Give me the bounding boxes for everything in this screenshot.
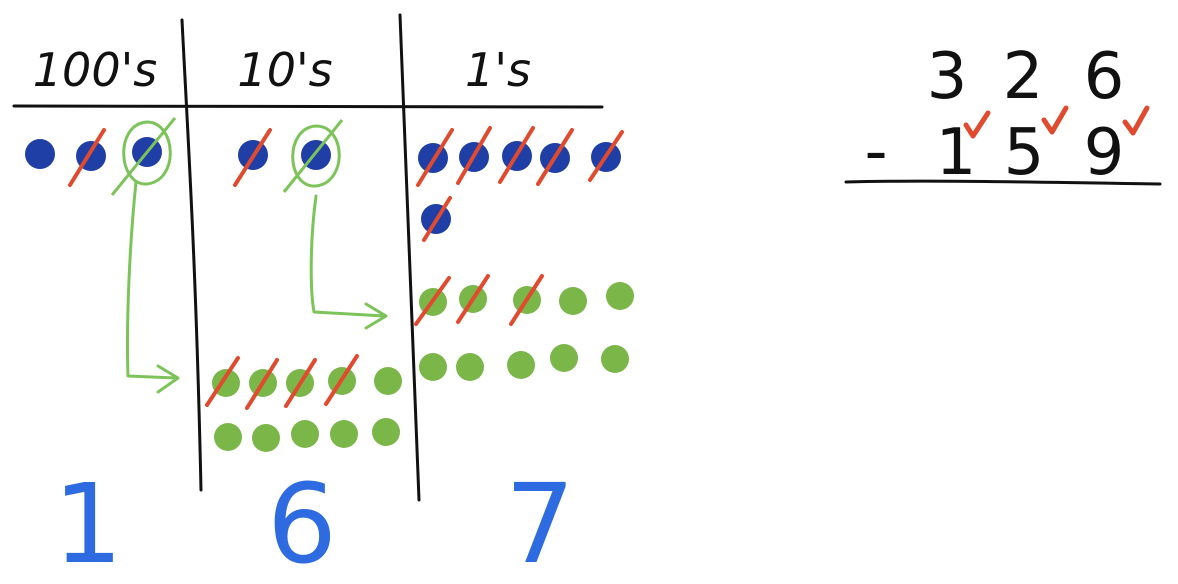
cross-out-mark — [536, 128, 574, 186]
divider-hundreds-tens — [180, 18, 203, 492]
answer-digits: 1 6 7 — [53, 460, 575, 584]
cross-out-mark — [456, 126, 492, 185]
cross-out-mark — [284, 358, 317, 408]
cross-out-mark — [205, 356, 240, 407]
check-marks — [963, 105, 1150, 139]
cross-out-mark — [245, 358, 279, 410]
cross-out-mark — [509, 274, 544, 326]
tens-green-dot — [252, 424, 280, 452]
minuend-digit-hundreds: 3 — [927, 40, 968, 114]
regroup-strike — [110, 117, 177, 196]
cross-out-mark — [68, 128, 106, 187]
ones-green-dot — [507, 351, 535, 379]
cross-out-mark — [498, 126, 535, 184]
check-mark — [1041, 105, 1069, 135]
regroup-arrow-tens — [309, 194, 388, 330]
check-mark — [1122, 105, 1150, 136]
chart-grid — [12, 13, 604, 502]
answer-digit-ones: 7 — [505, 460, 575, 584]
cross-out-mark — [233, 128, 272, 187]
regroup-strike — [282, 119, 344, 193]
ones-blue-dots — [418, 141, 621, 234]
answer-digit-hundreds: 1 — [53, 460, 123, 584]
ones-green-dot — [550, 344, 578, 372]
header-hundreds: 100's — [33, 43, 157, 97]
ones-green-dot — [601, 345, 629, 373]
tens-green-dots — [212, 367, 402, 452]
tens-green-dot — [374, 367, 402, 395]
header-ones: 1's — [465, 43, 531, 97]
minuend-digit-ones: 6 — [1084, 40, 1125, 114]
hundreds-blue-dots — [25, 137, 162, 171]
divider-tens-ones — [398, 13, 421, 502]
minuend-digit-tens: 2 — [1003, 40, 1044, 114]
answer-digit-tens: 6 — [267, 460, 337, 584]
header-tens: 10's — [237, 43, 332, 97]
tens-green-cross-outs — [205, 354, 359, 410]
header-underline — [12, 104, 604, 109]
ones-green-dot — [456, 353, 484, 381]
cross-out-mark — [416, 128, 454, 187]
cross-out-mark — [324, 354, 359, 406]
tens-green-dot — [372, 418, 400, 446]
cross-out-mark — [414, 276, 451, 326]
answer-line — [844, 179, 1162, 186]
cross-out-mark — [456, 274, 490, 324]
tens-green-dot — [214, 423, 242, 451]
ones-green-cross-outs — [414, 274, 544, 326]
subtrahend-digit-tens: 5 — [1004, 116, 1045, 190]
tens-green-dot — [330, 420, 358, 448]
ones-green-dot — [606, 282, 634, 310]
subtraction-problem: 3 2 6 - 1 5 9 — [864, 40, 1124, 190]
ones-blue-cross-outs — [416, 126, 624, 242]
hundreds-dot — [25, 139, 55, 169]
regroup-circle — [122, 120, 172, 186]
ones-green-dot — [419, 353, 447, 381]
minus-sign: - — [864, 115, 887, 189]
cross-out-mark — [588, 130, 624, 182]
regroup-circle — [291, 124, 341, 188]
ones-green-dot — [559, 287, 587, 315]
regroup-arrow-hundreds — [125, 180, 180, 394]
cross-out-mark — [422, 196, 452, 242]
tens-green-dot — [291, 420, 319, 448]
check-mark — [963, 110, 991, 139]
subtrahend-digit-ones: 9 — [1084, 116, 1125, 190]
